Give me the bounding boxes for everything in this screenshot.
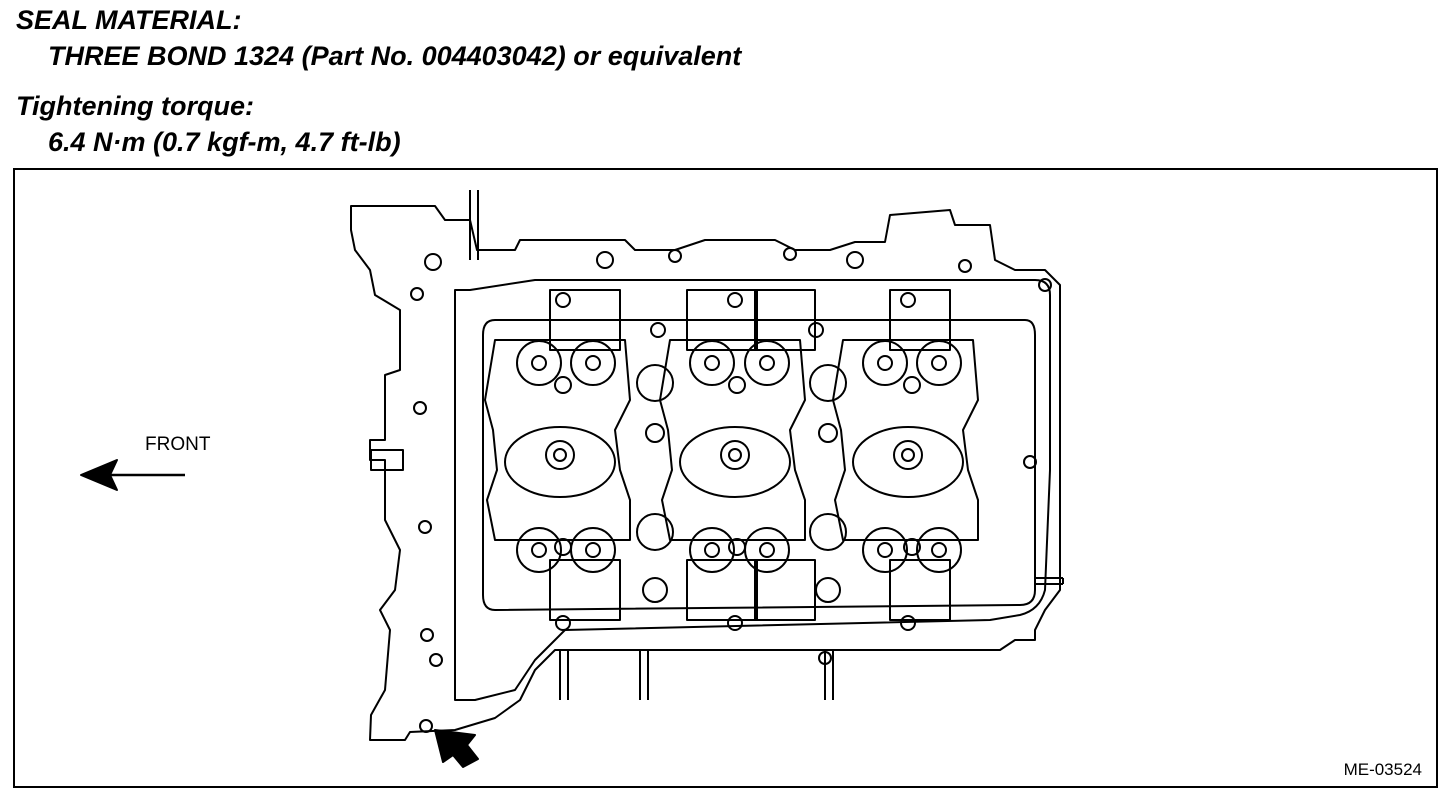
- front-arrow-icon: [80, 459, 185, 491]
- front-label: FRONT: [145, 434, 211, 455]
- cylinder-head-outline: [350, 205, 1061, 741]
- cylinder-3: [832, 339, 979, 573]
- seal-material-heading: SEAL MATERIAL:: [16, 5, 242, 35]
- cover-flange: [454, 279, 1051, 701]
- bolt-holes: [410, 247, 1052, 667]
- figure-id: ME-03524: [1343, 760, 1422, 779]
- camshaft-carrier: [482, 319, 1036, 611]
- tightening-torque-value: 6.4 N·m (0.7 kgf-m, 4.7 ft-lb): [48, 127, 401, 157]
- cylinder-1: [484, 339, 631, 573]
- side-fittings: [370, 190, 1064, 700]
- tightening-torque-heading: Tightening torque:: [16, 91, 254, 121]
- seal-material-value: THREE BOND 1324 (Part No. 004403042) or …: [48, 41, 742, 71]
- seal-point-arrow-icon: [419, 719, 479, 768]
- cylinder-2: [659, 339, 806, 573]
- figure-frame: FRONT ME-03524: [13, 168, 1438, 788]
- cylinder-head-drawing: [80, 190, 1064, 768]
